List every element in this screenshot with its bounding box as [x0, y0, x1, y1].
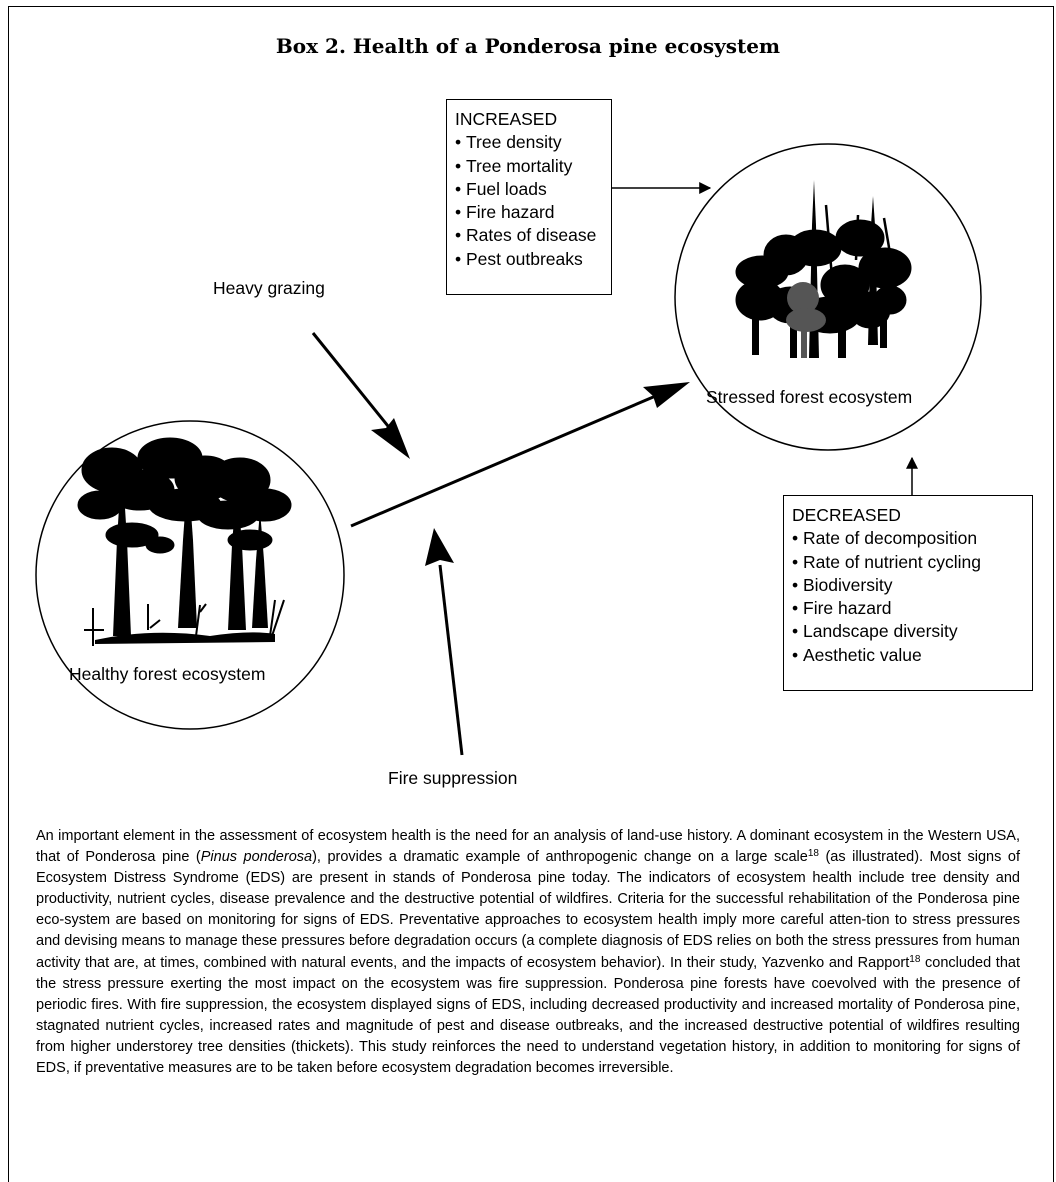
decreased-list: Rate of decomposition Rate of nutrient c…: [792, 527, 1024, 667]
increased-box: INCREASED Tree density Tree mortality Fu…: [446, 99, 612, 295]
stressed-ecosystem-label: Stressed forest ecosystem: [706, 387, 913, 407]
transition-arrow-line: [350, 390, 666, 528]
diagram-canvas: [35, 143, 982, 756]
increased-item: Fuel loads: [455, 178, 603, 201]
fire-arrow-line: [438, 564, 464, 756]
fire-arrowhead: [425, 528, 454, 566]
grazing-arrowhead: [371, 418, 410, 459]
body-paragraph: An important element in the assessment o…: [36, 826, 1020, 1079]
decreased-item: Rate of decomposition: [792, 527, 1024, 550]
paragraph-text-1: An important element in the assessment o…: [36, 828, 1020, 866]
paragraph-text-3: (as illustrated). Most signs of Ecosyste…: [36, 849, 1020, 971]
reference-superscript: 18: [909, 953, 921, 965]
transition-arrowhead: [643, 382, 690, 408]
healthy-forest-trees-icon: [77, 437, 292, 646]
healthy-ecosystem-label: Healthy forest ecosystem: [69, 664, 266, 684]
increased-item: Tree density: [455, 131, 603, 154]
reference-superscript: 18: [807, 848, 819, 860]
box-title: Box 2. Health of a Ponderosa pine ecosys…: [275, 34, 781, 58]
fire-suppression-label: Fire suppression: [388, 768, 518, 788]
box-frame: [8, 6, 1054, 1182]
species-name: Pinus ponderosa: [200, 849, 313, 866]
increased-list: Tree density Tree mortality Fuel loads F…: [455, 131, 603, 271]
increased-item: Pest outbreaks: [455, 248, 603, 271]
increased-heading: INCREASED: [455, 109, 558, 129]
increased-item: Rates of disease: [455, 224, 603, 247]
grey-tree-icon: [786, 282, 826, 358]
increased-item: Tree mortality: [455, 155, 603, 178]
heavy-grazing-label: Heavy grazing: [213, 278, 325, 298]
paragraph-text-4: concluded that the stress pressure exert…: [36, 954, 1020, 1077]
paragraph-text-2: ), provides a dramatic example of anthro…: [312, 849, 808, 866]
decreased-item: Fire hazard: [792, 597, 1024, 620]
decreased-item: Aesthetic value: [792, 644, 1024, 667]
decreased-item: Biodiversity: [792, 574, 1024, 597]
decreased-box: DECREASED Rate of decomposition Rate of …: [783, 495, 1033, 691]
decreased-heading: DECREASED: [792, 505, 901, 525]
increased-item: Fire hazard: [455, 201, 603, 224]
decreased-item: Landscape diversity: [792, 620, 1024, 643]
decreased-item: Rate of nutrient cycling: [792, 551, 1024, 574]
grazing-arrow-line: [311, 332, 402, 442]
